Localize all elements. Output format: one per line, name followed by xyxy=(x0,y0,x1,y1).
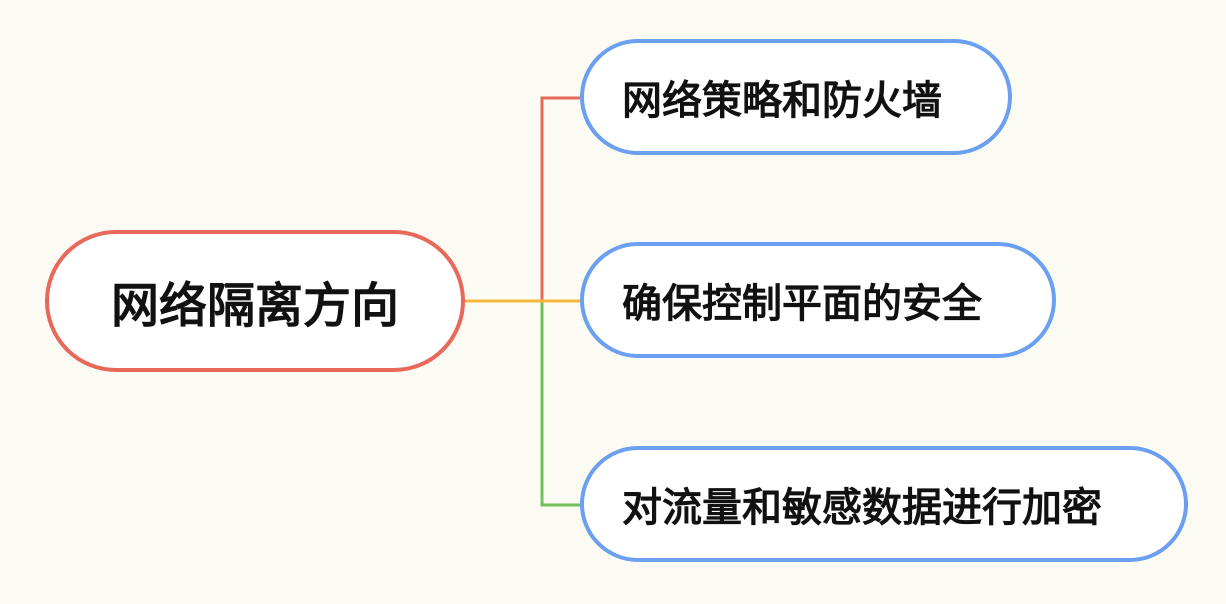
child-node-label: 网络策略和防火墙 xyxy=(622,78,942,124)
child-node-encryption[interactable]: 对流量和敏感数据进行加密 xyxy=(580,446,1188,562)
child-node-label: 确保控制平面的安全 xyxy=(622,281,982,327)
root-node[interactable]: 网络隔离方向 xyxy=(45,230,465,372)
child-node-control-plane[interactable]: 确保控制平面的安全 xyxy=(580,242,1056,358)
child-node-firewall[interactable]: 网络策略和防火墙 xyxy=(580,39,1012,155)
connector-to-child-3 xyxy=(465,299,580,507)
root-node-label: 网络隔离方向 xyxy=(110,278,399,334)
child-node-label: 对流量和敏感数据进行加密 xyxy=(622,485,1102,531)
connector-to-child-1 xyxy=(465,96,580,303)
